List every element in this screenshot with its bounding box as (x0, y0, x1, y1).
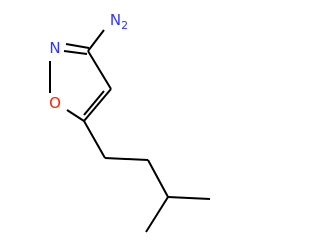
bond-c4-c5 (83, 88, 112, 122)
bond-c4-c5-double (83, 90, 105, 116)
bond-c5-ch2 (83, 120, 106, 159)
amine-n: N (110, 11, 121, 29)
bond-ch-ch3-a (145, 196, 169, 233)
bond-ch2-ch2 (104, 157, 149, 161)
ring-oxygen-label: O (49, 94, 61, 112)
bond-c3-nh2 (87, 29, 105, 52)
bond-c3-c4 (87, 50, 112, 90)
bond-n-c3 (63, 50, 88, 55)
bond-n-c3-double (65, 43, 90, 49)
bond-c5-o (66, 109, 85, 122)
amine-label: N2 (110, 11, 128, 32)
isoxazole-structure-diagram: N2 N O (49, 11, 211, 233)
bond-ch2-ch (147, 159, 169, 198)
bond-ch-ch3-b (167, 196, 211, 200)
ring-nitrogen-label: N (49, 39, 60, 57)
amine-h2-subscript: 2 (121, 19, 128, 32)
